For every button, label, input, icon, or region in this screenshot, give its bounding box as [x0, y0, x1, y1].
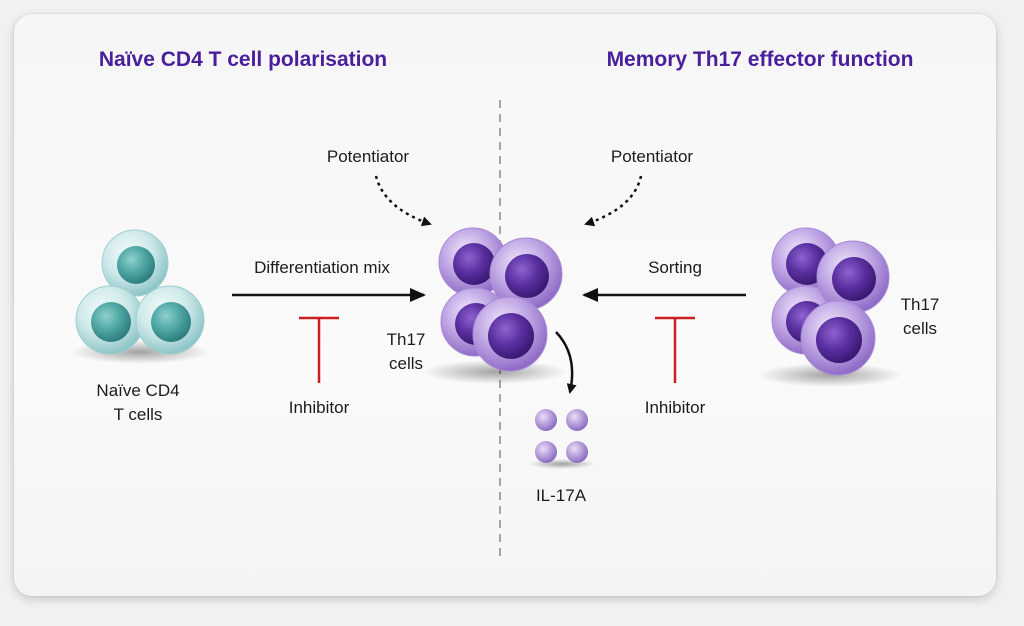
center-th17-label-line2: cells: [389, 354, 423, 373]
cytokine-dot: [566, 441, 588, 463]
th17-cell: [489, 237, 563, 311]
cytokine-dot: [566, 409, 588, 431]
th17-cell: [438, 227, 508, 297]
naive-cd4-cell-cluster: [70, 229, 210, 364]
right-th17-label-line1: Th17: [901, 295, 940, 314]
left-inhibitor-label: Inhibitor: [289, 398, 350, 417]
il17a-secretion-arrow: [555, 331, 577, 394]
left-potentiator-label: Potentiator: [327, 147, 410, 166]
right-potentiator-label: Potentiator: [611, 147, 694, 166]
left-panel-title: Naïve CD4 T cell polarisation: [99, 48, 387, 71]
th17-cell-cluster-center: [423, 227, 567, 384]
th17-cell: [800, 300, 876, 376]
right-inhibitor-symbol: [655, 316, 695, 383]
cytokine-dot: [535, 409, 557, 431]
differentiation-mix-label: Differentiation mix: [254, 258, 390, 277]
right-inhibitor-label: Inhibitor: [645, 398, 706, 417]
cytokine-dot: [535, 441, 557, 463]
naive-cell: [135, 285, 205, 355]
left-inhibitor-symbol: [299, 316, 339, 383]
naive-cell: [75, 285, 145, 355]
th17-cell: [816, 240, 890, 314]
sorting-label: Sorting: [648, 258, 702, 277]
left-potentiator-arrow: [374, 175, 432, 227]
il17a-cytokines: [528, 409, 596, 469]
naive-label-line1: Naïve CD4: [96, 381, 179, 400]
il17a-label: IL-17A: [536, 486, 587, 505]
center-th17-label-line1: Th17: [387, 330, 426, 349]
naive-cell: [101, 229, 169, 297]
right-potentiator-arrow: [584, 175, 643, 227]
naive-label-line2: T cells: [114, 405, 163, 424]
right-panel-title: Memory Th17 effector function: [607, 48, 914, 71]
th17-cell: [472, 296, 548, 372]
right-th17-label-line2: cells: [903, 319, 937, 338]
th17-cell-cluster-right: [758, 227, 902, 387]
